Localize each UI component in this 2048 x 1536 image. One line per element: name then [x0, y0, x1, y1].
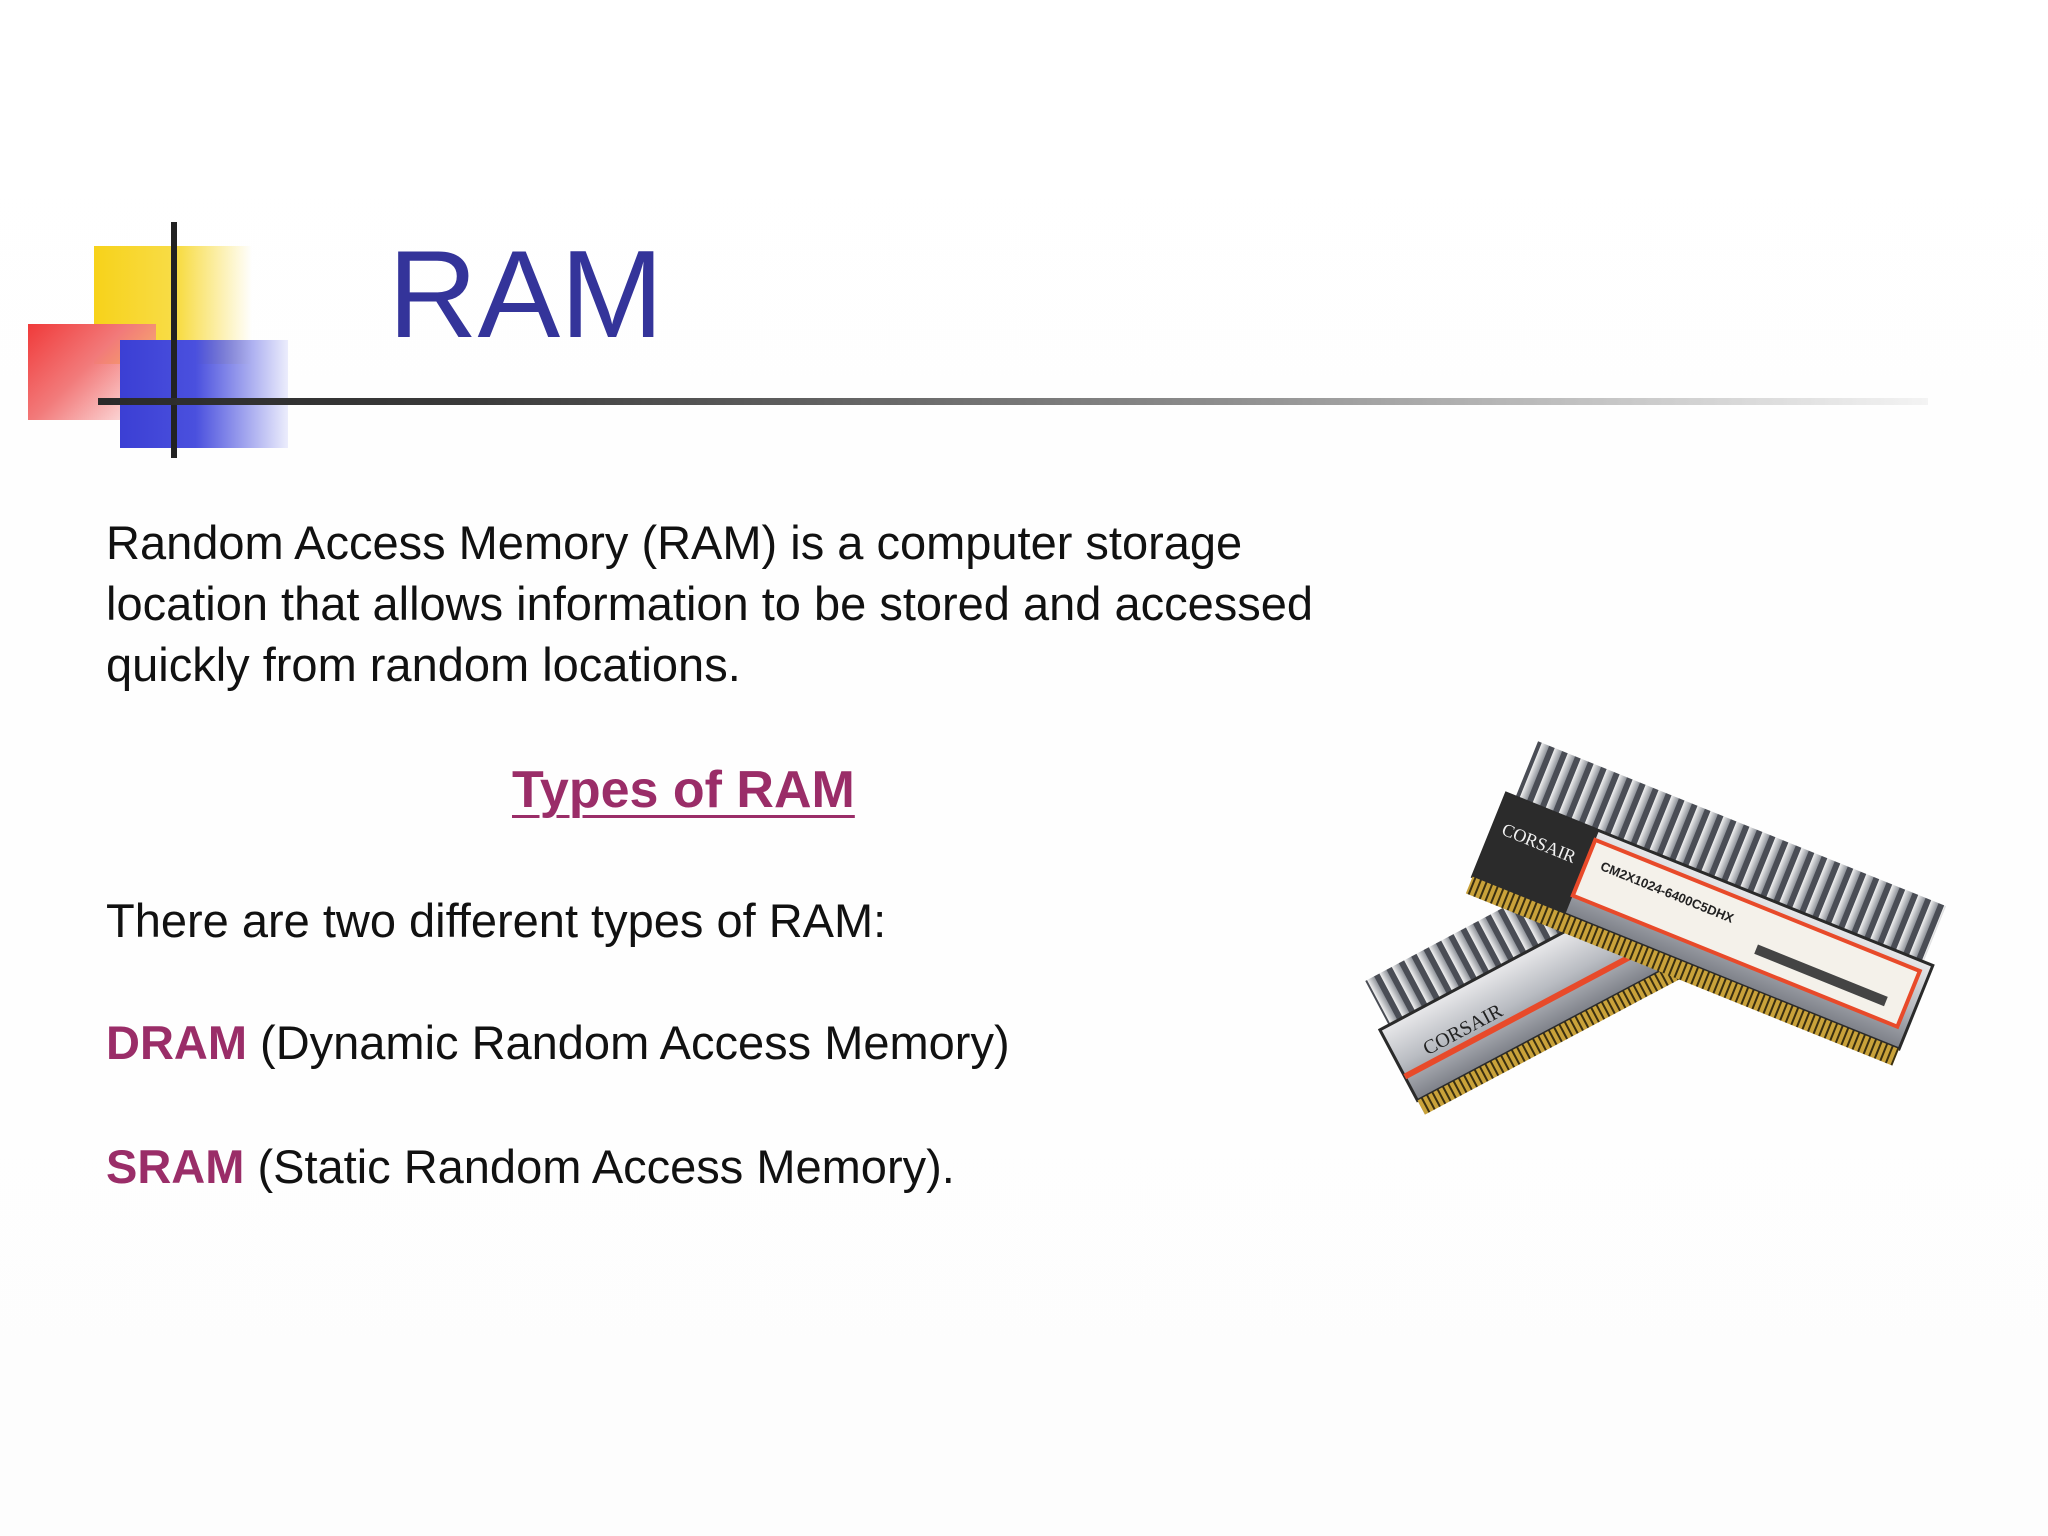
dram-item: DRAM (Dynamic Random Access Memory) [106, 1012, 1010, 1073]
types-heading: Types of RAM [512, 761, 855, 819]
title-divider-line [98, 398, 1928, 405]
dram-abbr: DRAM [106, 1016, 247, 1069]
intro-paragraph: Random Access Memory (RAM) is a computer… [106, 516, 1314, 691]
decor-blue-square [120, 340, 288, 448]
ram-module-front: CORSAIR CM2X1024-6400C5DHX [1465, 741, 1947, 1066]
sram-full-name: (Static Random Access Memory). [244, 1140, 955, 1193]
types-intro-text: There are two different types of RAM: [106, 894, 887, 947]
decor-vertical-line [171, 222, 177, 458]
slide-title: RAM [388, 226, 664, 364]
sram-item: SRAM (Static Random Access Memory). [106, 1136, 955, 1197]
sram-abbr: SRAM [106, 1140, 245, 1193]
dram-full-name: (Dynamic Random Access Memory) [246, 1016, 1010, 1069]
ram-modules-image: CORSAIR CORSAIR CM2X1024-6400C5DHX [1365, 741, 1947, 1115]
